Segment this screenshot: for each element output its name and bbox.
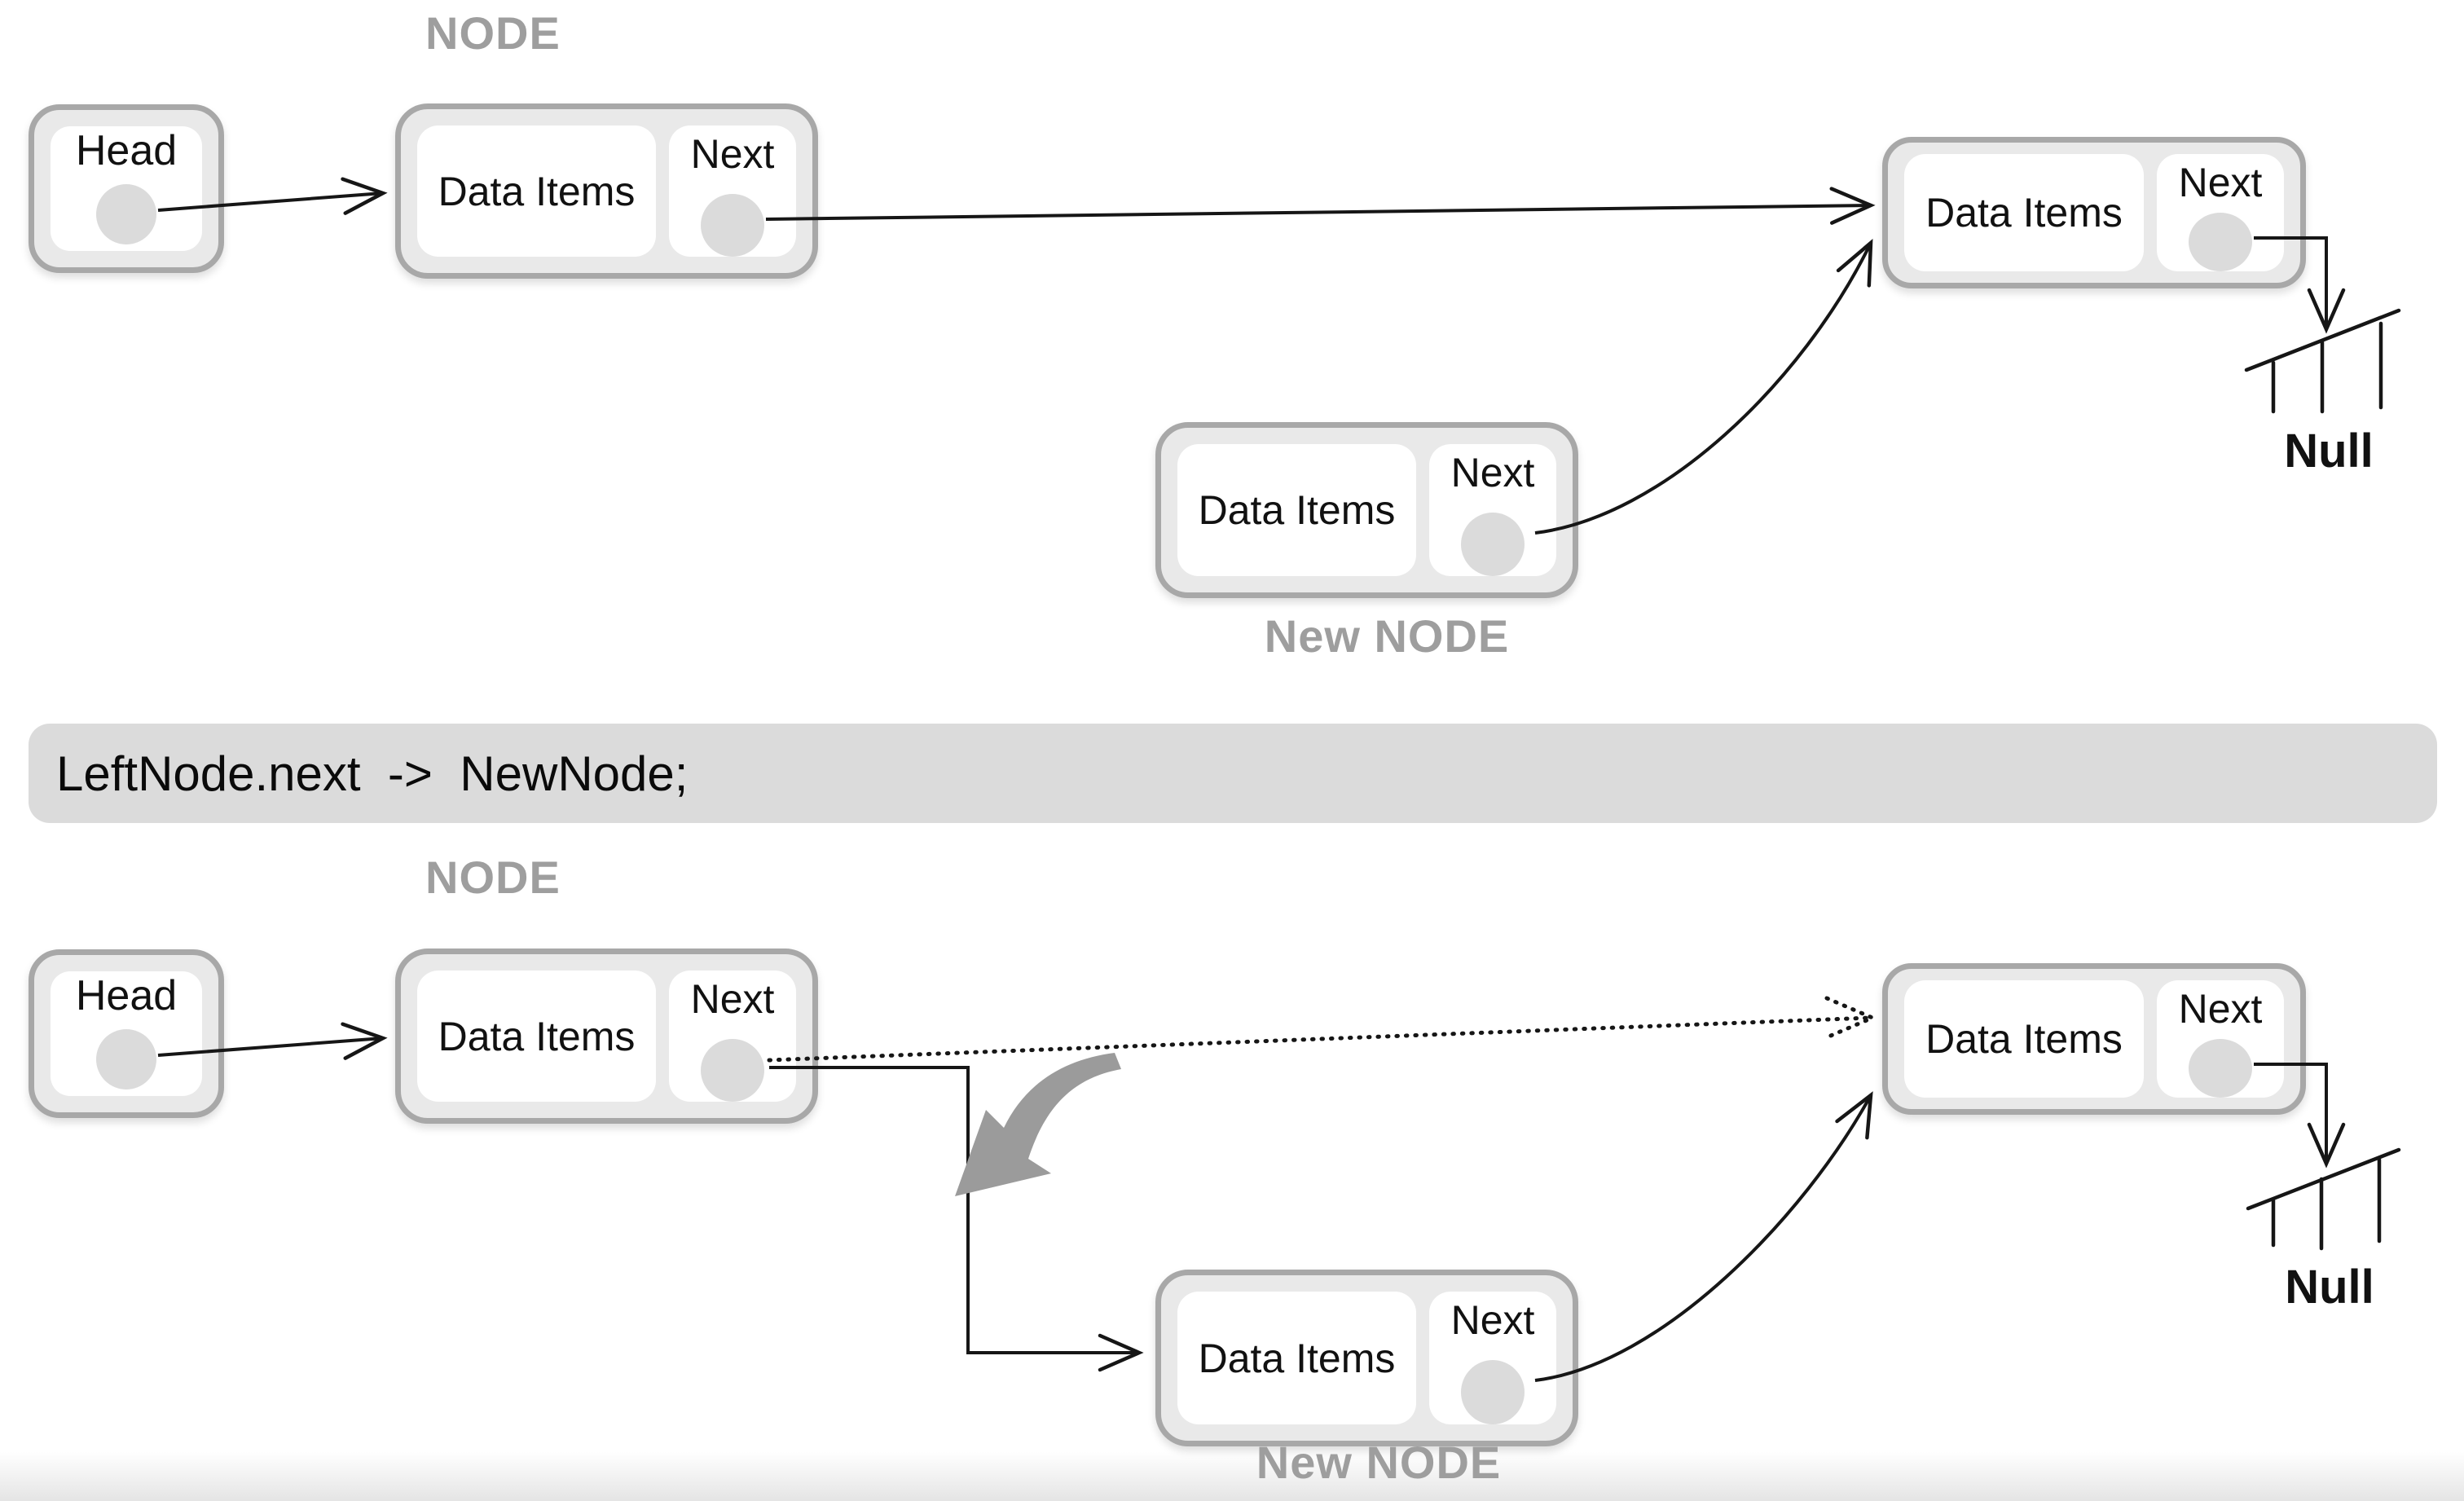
bottom-gradient (0, 1452, 2464, 1501)
next-label: Next (2178, 160, 2263, 205)
new-node-caption-top: New NODE (1264, 610, 1510, 662)
pointer-circle (1461, 513, 1525, 576)
pointer-circle (1461, 1360, 1525, 1424)
data-items-label: Data Items (438, 1013, 636, 1059)
code-statement: LeftNode.next -> NewNode; (56, 746, 689, 801)
next-cell: Next (1429, 1292, 1556, 1424)
null-label-top: Null (2284, 425, 2374, 478)
big-gray-redirect-arrow (955, 1053, 1121, 1196)
data-items-cell: Data Items (1904, 980, 2144, 1098)
old-link-dotted-line (767, 1015, 1873, 1063)
new-node-box-bottom: Data Items Next (1155, 1270, 1578, 1446)
node-box-bottom-left: Data Items Next (395, 949, 818, 1124)
pointer-circle (701, 1039, 764, 1102)
null-ground-symbol-bottom (2246, 1147, 2401, 1251)
null-slash (2246, 1147, 2401, 1211)
pointer-circle (701, 194, 764, 257)
head-label: Head (75, 127, 178, 174)
node-caption-top: NODE (425, 7, 561, 59)
next-label: Next (690, 976, 775, 1022)
data-items-label: Data Items (1198, 1335, 1396, 1381)
code-statement-bar: LeftNode.next -> NewNode; (29, 724, 2437, 823)
data-items-label: Data Items (1925, 1016, 2123, 1062)
data-items-cell: Data Items (1904, 154, 2144, 271)
head-pointer-circle (96, 184, 156, 245)
node-to-newnode-elbow-arrow (769, 1066, 1144, 1372)
pointer-circle (2189, 1039, 2252, 1098)
data-items-cell: Data Items (417, 125, 656, 257)
head-box-bottom: Head (29, 949, 224, 1118)
null-slash (2244, 308, 2401, 372)
data-items-cell: Data Items (1177, 1292, 1416, 1424)
next-cell: Next (2157, 980, 2284, 1098)
head-pointer-circle (96, 1029, 156, 1090)
newnode-to-rightnode-curved-arrow (1534, 1091, 1873, 1382)
null-ground-symbol-top (2244, 308, 2401, 414)
node-caption-bottom: NODE (425, 852, 561, 903)
data-items-label: Data Items (1198, 487, 1396, 533)
null-label-bottom: Null (2285, 1261, 2374, 1314)
newnode-to-rightnode-curved-arrow (1534, 238, 1873, 535)
next-label: Next (690, 131, 775, 177)
node-box-top-right: Data Items Next (1882, 137, 2306, 288)
next-cell: Next (669, 971, 796, 1102)
node-to-rightnode-arrow (765, 187, 1876, 225)
data-items-cell: Data Items (1177, 444, 1416, 576)
new-node-box-top: Data Items Next (1155, 422, 1578, 598)
next-label: Next (2178, 986, 2263, 1032)
data-items-label: Data Items (438, 168, 636, 214)
next-cell: Next (2157, 154, 2284, 271)
next-cell: Next (1429, 444, 1556, 576)
old-link-dotted-arrowhead (1824, 996, 1878, 1040)
data-items-cell: Data Items (417, 971, 656, 1102)
head-inner: Head (51, 971, 202, 1096)
next-label: Next (1450, 450, 1535, 495)
node-box-top-left: Data Items Next (395, 103, 818, 279)
data-items-label: Data Items (1925, 190, 2123, 235)
next-label: Next (1450, 1297, 1535, 1343)
new-node-caption-bottom: New NODE (1256, 1437, 1502, 1488)
head-label: Head (75, 972, 178, 1019)
head-inner: Head (51, 126, 202, 251)
node-box-bottom-right: Data Items Next (1882, 963, 2306, 1115)
next-cell: Next (669, 125, 796, 257)
head-box-top: Head (29, 104, 224, 273)
pointer-circle (2189, 213, 2252, 271)
